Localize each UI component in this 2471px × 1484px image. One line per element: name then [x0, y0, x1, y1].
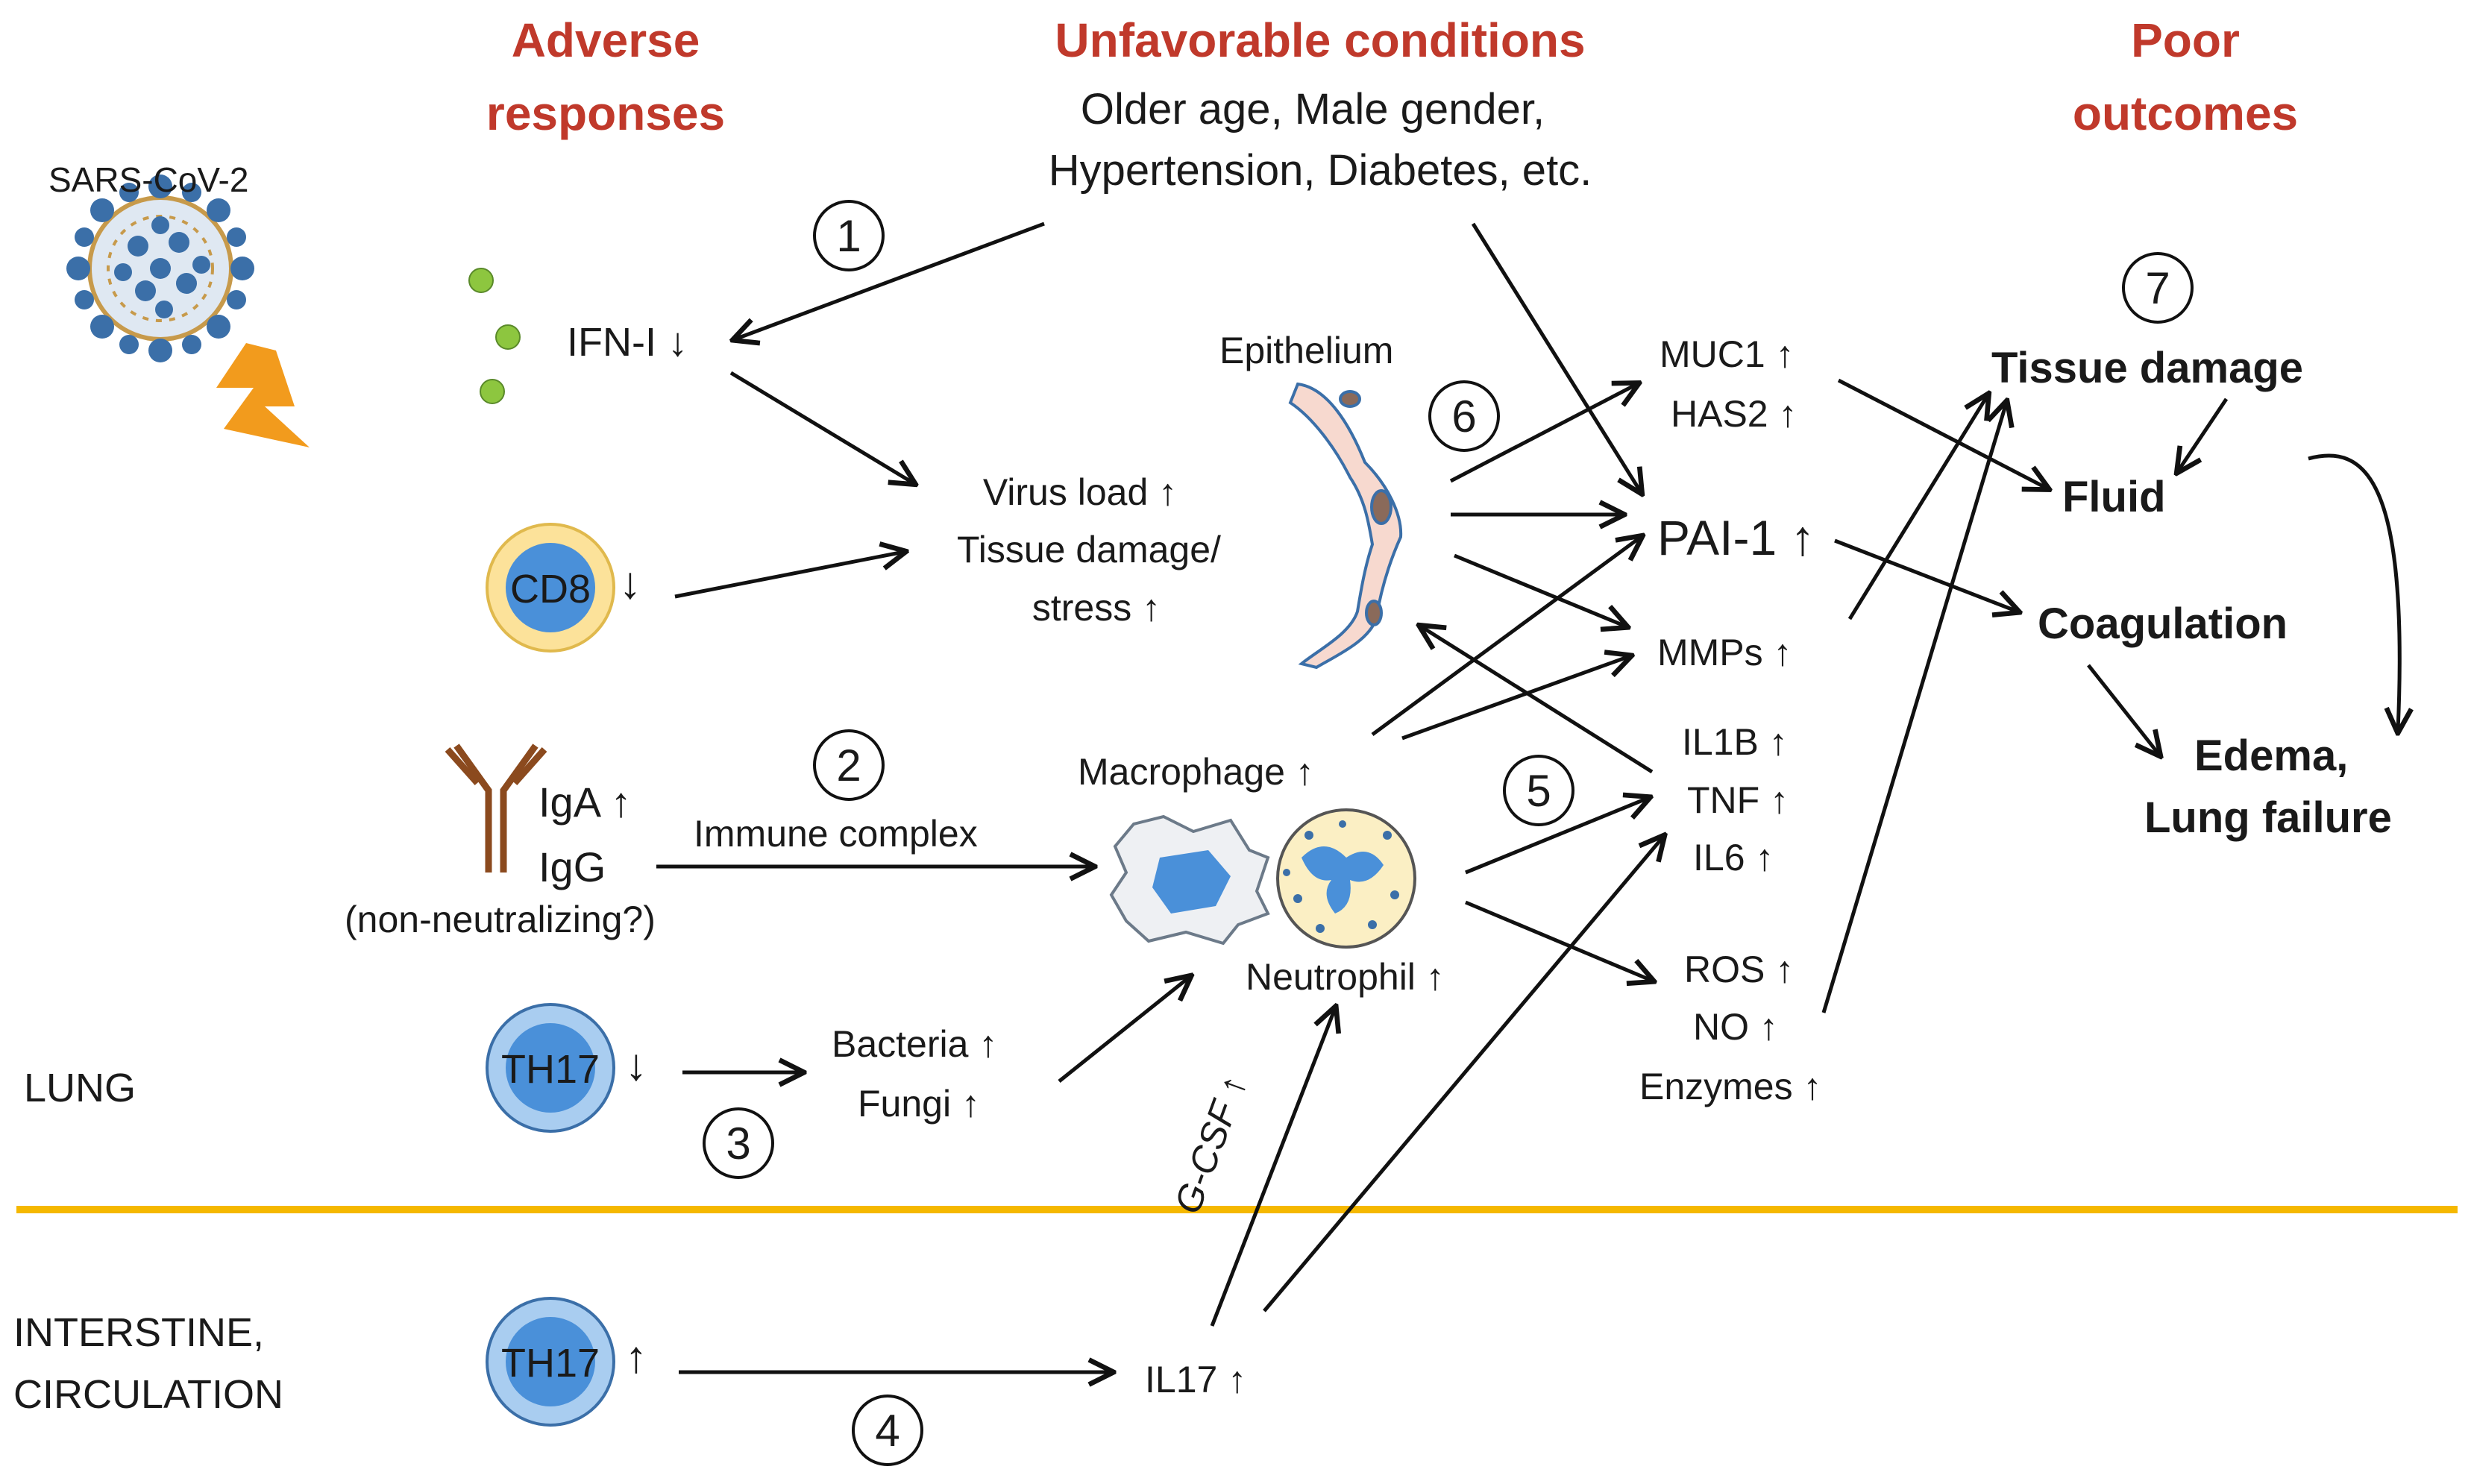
tnf-label: TNF ↑	[1687, 779, 1789, 821]
region-lung: LUNG	[24, 1066, 136, 1110]
ifn-dot	[468, 268, 494, 293]
bacteria-label: Bacteria ↑	[832, 1023, 998, 1065]
virus-effect-1: Virus load ↑	[982, 471, 1178, 513]
arrow-il17-neu	[1210, 1008, 1335, 1327]
edema-label: Edema,	[2194, 732, 2349, 780]
th17-lung-arrow: ↓	[625, 1040, 647, 1090]
arrow-muc-fluid	[1837, 378, 2047, 488]
arrow-cyto-epi	[1421, 626, 1654, 774]
cd8-arrow: ↓	[619, 558, 641, 608]
conditions-line-2: Hypertension, Diabetes, etc.	[1048, 146, 1592, 195]
th17-lung-label: TH17	[500, 1047, 600, 1092]
arrow-il17-cyto	[1263, 837, 1663, 1312]
ifn-label: IFN-I ↓	[567, 320, 688, 365]
ros-label: ROS ↑	[1684, 949, 1795, 990]
igg-label: IgG	[539, 843, 606, 890]
arrow-mac-mmp	[1401, 656, 1630, 741]
muc1-label: MUC1 ↑	[1660, 333, 1795, 375]
non-neutralizing-label: (non-neutralizing?)	[345, 899, 656, 940]
lightning-icon	[216, 343, 310, 447]
step-4-badge: 4	[852, 1395, 923, 1466]
arrow-coag-edema	[2087, 664, 2159, 755]
th17-circ-arrow: ↑	[625, 1332, 647, 1382]
virus-label: SARS-CoV-2	[48, 160, 249, 199]
virus-effect-3: stress ↑	[1032, 587, 1161, 629]
arrow-neu-cyto	[1465, 798, 1648, 875]
coagulation-label: Coagulation	[2038, 600, 2288, 648]
lung-failure-label: Lung failure	[2144, 793, 2392, 842]
step-1-badge: 1	[813, 200, 885, 271]
epithelium-label: Epithelium	[1219, 330, 1394, 371]
tissue-damage-label: Tissue damage	[1991, 344, 2304, 392]
header-poor-2: outcomes	[2072, 87, 2299, 140]
header-poor: Poor	[2131, 13, 2240, 67]
arrow-conditions-pai	[1471, 222, 1641, 492]
immune-complex-label: Immune complex	[694, 813, 978, 855]
header-unfavorable: Unfavorable conditions	[1055, 13, 1586, 67]
neutrophil-label: Neutrophil ↑	[1246, 956, 1445, 998]
cd8-label: CD8	[509, 567, 591, 611]
il6-label: IL6 ↑	[1693, 837, 1774, 878]
arrow-pai-coag	[1834, 538, 2018, 611]
arrow-bacteria-neu	[1058, 977, 1190, 1083]
arrow-mmp-tissue	[1847, 395, 1988, 620]
virus-effect-2: Tissue damage/	[957, 529, 1221, 570]
region-circ-2: CIRCULATION	[13, 1372, 284, 1417]
fluid-label: Fluid	[2062, 473, 2166, 521]
step-5-badge: 5	[1503, 755, 1574, 826]
arrow-epi-mmp	[1454, 553, 1626, 626]
step-2-badge: 2	[813, 729, 885, 801]
arrow-cd8-virusload	[674, 552, 904, 599]
no-label: NO ↑	[1693, 1006, 1778, 1048]
arrow-tissue-fluid	[2178, 397, 2229, 471]
ifn-dot	[480, 379, 505, 404]
arrow-ros-tissue	[1821, 403, 2006, 1013]
virus-icon	[66, 175, 254, 362]
arrow-conditions-ifn	[735, 221, 1045, 339]
arrow-mac-pai	[1371, 537, 1641, 737]
region-circ-1: INTERSTINE,	[13, 1310, 265, 1355]
antibody-icon	[445, 743, 547, 873]
conditions-line-1: Older age, Male gender,	[1080, 85, 1545, 133]
arrow-ifn-virusload	[729, 371, 914, 483]
ifn-dot	[495, 324, 521, 350]
macrophage-icon	[1109, 814, 1270, 946]
macrophage-label: Macrophage ↑	[1078, 751, 1314, 793]
pai1-label: PAI-1 ↑	[1657, 510, 1815, 565]
iga-label: IgA ↑	[539, 779, 632, 826]
il1b-label: IL1B ↑	[1682, 721, 1788, 763]
step-3-badge: 3	[703, 1107, 774, 1179]
epithelium-icon	[1288, 382, 1403, 670]
has2-label: HAS2 ↑	[1671, 393, 1797, 435]
il17-label: IL17 ↑	[1145, 1359, 1247, 1400]
neutrophil-icon	[1276, 808, 1416, 949]
arrow-neu-ros	[1465, 900, 1652, 981]
fungi-label: Fungi ↑	[858, 1083, 980, 1125]
step-7-badge: 7	[2122, 252, 2194, 324]
mmps-label: MMPs ↑	[1657, 632, 1792, 673]
arrow-fluid-edema	[2308, 453, 2399, 731]
th17-circ-label: TH17	[500, 1341, 600, 1386]
arrow-epi-muc	[1449, 384, 1637, 483]
step-6-badge: 6	[1428, 380, 1500, 452]
enzymes-label: Enzymes ↑	[1639, 1066, 1822, 1107]
header-adverse: Adverse	[511, 13, 700, 67]
header-adverse-2: responses	[486, 87, 726, 140]
